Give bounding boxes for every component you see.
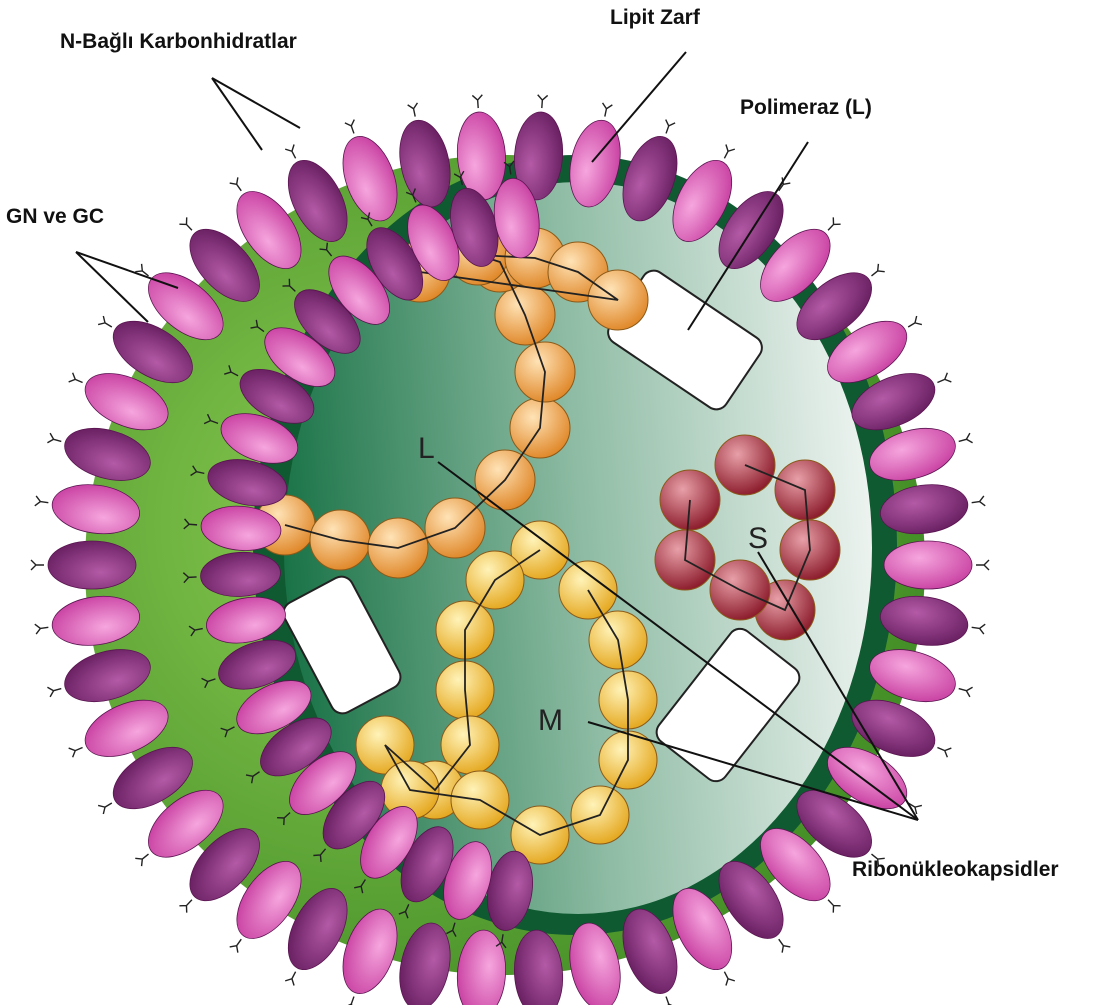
y-branch-icon [35,496,49,508]
glycoprotein-spike [884,541,989,589]
carbohydrates-label: N-Bağlı Karbonhidratlar [60,30,297,54]
y-branch-icon [69,373,85,387]
y-branch-icon [179,896,195,912]
glycoprotein [884,541,972,589]
y-branch-icon [135,850,151,866]
y-branch-icon [720,969,735,985]
y-branch-icon [35,622,49,634]
envelope-label: Lipit Zarf [610,6,700,30]
y-branch-icon [824,217,840,233]
y-branch-icon [600,103,612,118]
y-branch-icon [775,936,791,952]
leader-line-carbohydrates [212,78,300,128]
y-branch-icon [230,177,246,193]
y-branch-icon [179,217,195,233]
y-branch-icon [957,433,972,446]
y-branch-icon [285,969,300,985]
y-branch-icon [935,743,951,757]
glycoprotein [48,541,136,589]
y-branch-icon [230,936,246,952]
ribonucleocapsids-label: Ribonükleokapsidler [852,858,1059,882]
y-branch-icon [408,103,420,118]
y-branch-icon [345,995,359,1005]
y-branch-icon [69,743,85,757]
y-branch-icon [345,120,359,136]
y-branch-icon [661,995,675,1005]
y-branch-icon [957,684,972,697]
glycoprotein-spike [31,541,136,589]
y-branch-icon [661,120,675,136]
polymerase-label: Polimeraz (L) [740,96,872,120]
y-branch-icon [868,264,884,280]
segment-s-label: S [748,522,768,555]
y-branch-icon [537,95,548,109]
leader-line-carbohydrates [212,78,262,150]
y-branch-icon [971,496,985,508]
y-branch-icon [47,433,62,446]
leader-line-glycoproteins [76,252,148,322]
y-branch-icon [824,896,840,912]
segment-m-label: M [538,704,563,737]
y-branch-icon [971,622,985,634]
y-branch-icon [98,799,114,814]
y-branch-icon [47,684,62,697]
leader-line-glycoproteins [76,252,178,288]
y-branch-icon [976,560,989,570]
y-branch-icon [98,316,114,331]
glycoproteins-label: GN ve GC [6,205,104,229]
segment-l-label: L [418,432,435,465]
y-branch-icon [906,316,922,331]
y-branch-icon [720,145,735,161]
y-branch-icon [31,560,44,570]
y-branch-icon [472,95,483,109]
y-branch-icon [935,373,951,387]
y-branch-icon [285,145,300,161]
